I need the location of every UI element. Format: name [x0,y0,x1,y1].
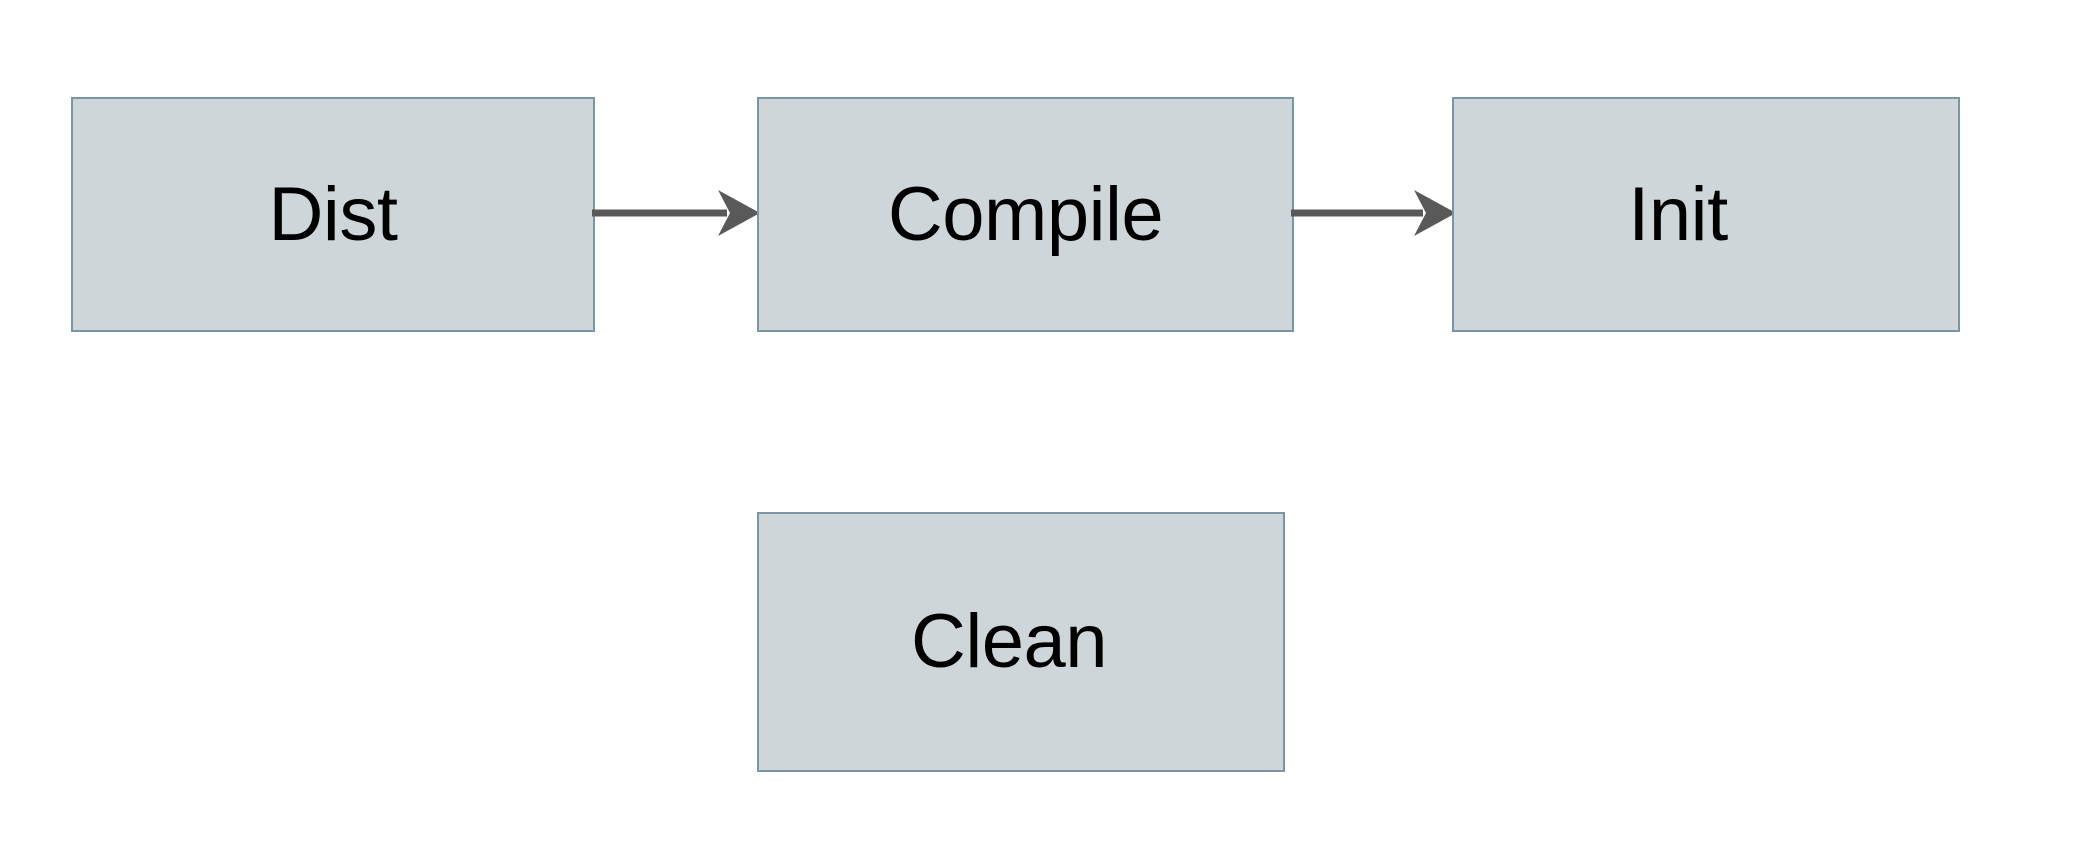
node-label-compile: Compile [887,171,1164,257]
arrow-right-icon [1291,190,1456,236]
diagram-node-clean[interactable]: Clean [757,512,1285,772]
arrow-right-icon [592,190,760,236]
node-label-clean: Clean [910,599,1108,684]
diagram-node-compile[interactable]: Compile [757,97,1294,332]
diagram-node-dist[interactable]: Dist [71,97,595,332]
diagram-edge-compile-to-init [1289,180,1461,250]
node-label-dist: Dist [268,171,398,257]
node-label-init: Init [1628,171,1728,257]
diagram-edge-dist-to-compile [590,180,765,250]
diagram-node-init[interactable]: Init [1452,97,1960,332]
